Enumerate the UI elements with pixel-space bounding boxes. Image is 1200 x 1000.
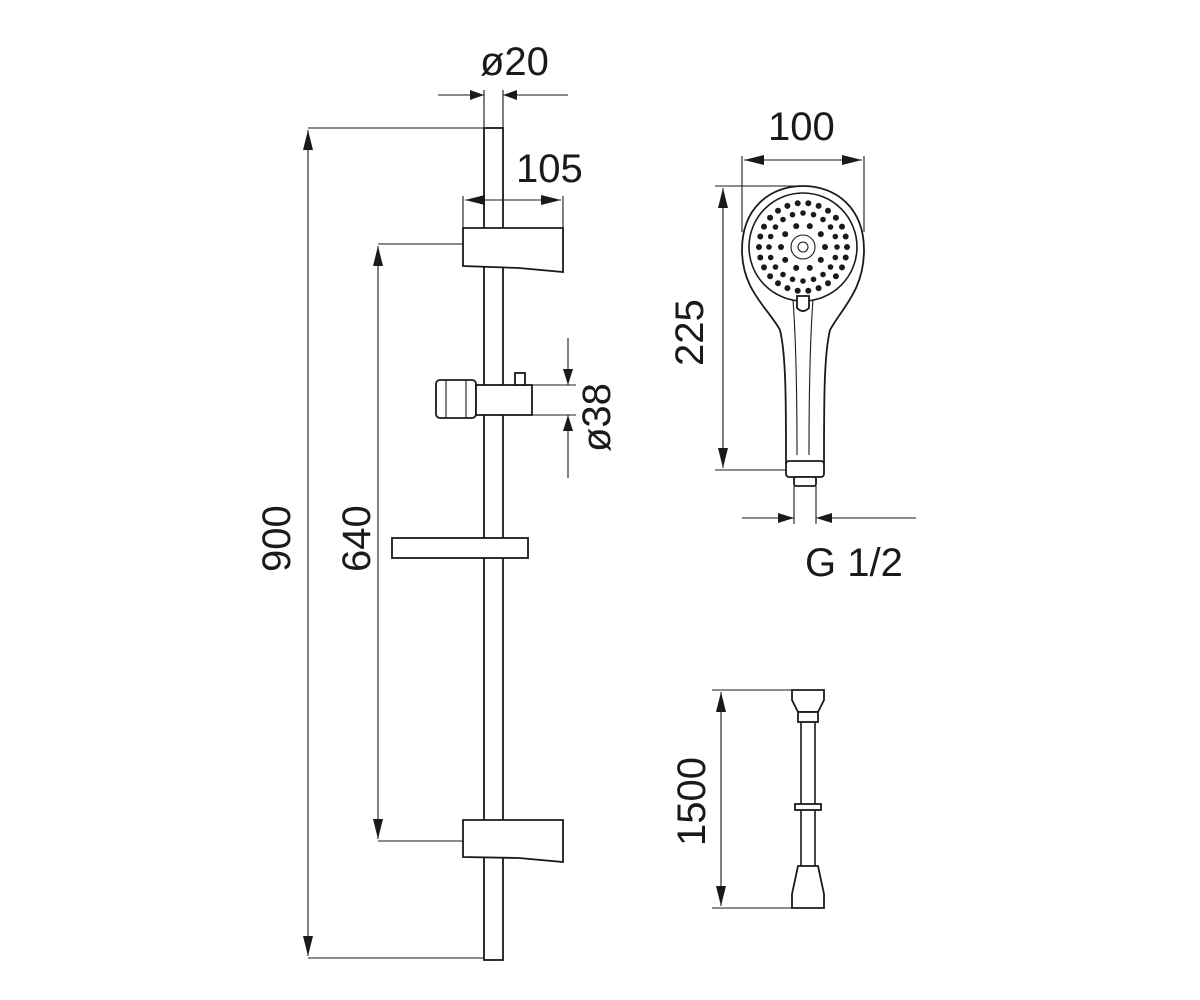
spray-nozzle (844, 244, 850, 250)
spray-nozzle (834, 244, 840, 250)
spray-nozzle (800, 278, 806, 284)
spray-nozzle (832, 214, 839, 221)
spray-nozzle (817, 256, 824, 263)
head-width-label: 100 (768, 105, 835, 149)
spray-nozzle (805, 200, 812, 207)
spray-nozzle (775, 280, 781, 287)
spray-nozzle (767, 254, 774, 261)
spray-nozzle (780, 216, 786, 223)
shower-hose (791, 689, 825, 909)
spray-nozzle (810, 276, 817, 283)
spray-nozzle (800, 210, 806, 216)
spray-nozzle (806, 264, 813, 271)
rail-length-label: 900 (255, 505, 299, 572)
spray-nozzle (805, 287, 812, 294)
spray-nozzle (757, 254, 764, 261)
spray-nozzle (761, 264, 767, 271)
spray-nozzle (767, 214, 774, 221)
spray-nozzle (789, 211, 796, 218)
spray-nozzle (839, 223, 845, 230)
spray-nozzle (784, 285, 791, 292)
hand-shower-body (741, 185, 865, 464)
spray-nozzles (756, 200, 850, 294)
spray-nozzle (806, 223, 813, 230)
rail-dimensions: ø20 900 640 105 ø38 (255, 40, 619, 959)
spray-nozzle (825, 207, 831, 214)
hand-shower-dimensions: 100 225 G 1/2 (668, 105, 916, 585)
spray-nozzle (782, 256, 789, 263)
holder-cradle (435, 379, 477, 419)
spray-nozzle (815, 285, 822, 292)
spray-nozzle (772, 264, 779, 270)
spray-nozzle (817, 231, 824, 238)
hose-top-fitting (791, 689, 825, 713)
spray-nozzle (820, 216, 826, 223)
spray-nozzle (820, 271, 826, 278)
spray-nozzle (815, 202, 822, 209)
spray-nozzle (756, 244, 762, 250)
spray-nozzle (842, 233, 849, 240)
top-wall-bracket (462, 227, 564, 273)
spray-nozzle (810, 211, 817, 218)
hose-length-label: 1500 (670, 757, 714, 846)
connector-nut (785, 460, 825, 478)
spray-nozzle (761, 223, 767, 230)
spray-nozzle (766, 244, 772, 250)
spray-nozzle (832, 233, 839, 240)
hose-marker-ring (794, 803, 822, 811)
spray-nozzle (784, 202, 791, 209)
spray-nozzle (789, 276, 796, 283)
spray-nozzle (794, 200, 801, 207)
bracket-depth-label: 105 (516, 147, 583, 191)
hose-bottom-fitting (791, 865, 825, 909)
spray-nozzle (839, 264, 845, 271)
hose-dimensions: 1500 (670, 689, 792, 909)
spray-nozzle (757, 233, 764, 240)
spray-nozzle (775, 207, 781, 214)
spray-nozzle (778, 244, 784, 250)
soap-dish (391, 537, 529, 559)
spray-nozzle (780, 271, 786, 278)
head-length-label: 225 (668, 299, 712, 366)
bottom-wall-bracket (462, 819, 564, 863)
spray-nozzle (793, 264, 800, 271)
holder-diameter-label: ø38 (575, 383, 619, 452)
slide-rail-assembly (391, 127, 564, 961)
spray-nozzle (793, 223, 800, 230)
spray-nozzle (832, 254, 839, 261)
bracket-spacing-label: 640 (335, 505, 379, 572)
spray-nozzle (827, 224, 834, 230)
sliding-holder (435, 372, 533, 419)
spray-nozzle (782, 231, 789, 238)
spray-nozzle (827, 264, 834, 270)
connector-thread (793, 476, 817, 487)
hand-shower (741, 185, 865, 487)
handle-inner-outline (792, 299, 814, 456)
spray-nozzle (772, 224, 779, 230)
holder-body (475, 384, 533, 416)
spray-nozzle (767, 233, 774, 240)
spray-nozzle (794, 287, 801, 294)
spray-nozzle (832, 273, 839, 280)
rail-diameter-label: ø20 (480, 40, 549, 84)
holder-knob (514, 372, 526, 386)
spray-selector (796, 295, 810, 312)
spray-nozzle (825, 280, 831, 287)
connector-thread-label: G 1/2 (805, 541, 903, 585)
spray-nozzle (842, 254, 849, 261)
spray-nozzle (767, 273, 774, 280)
spray-nozzle (822, 244, 828, 250)
